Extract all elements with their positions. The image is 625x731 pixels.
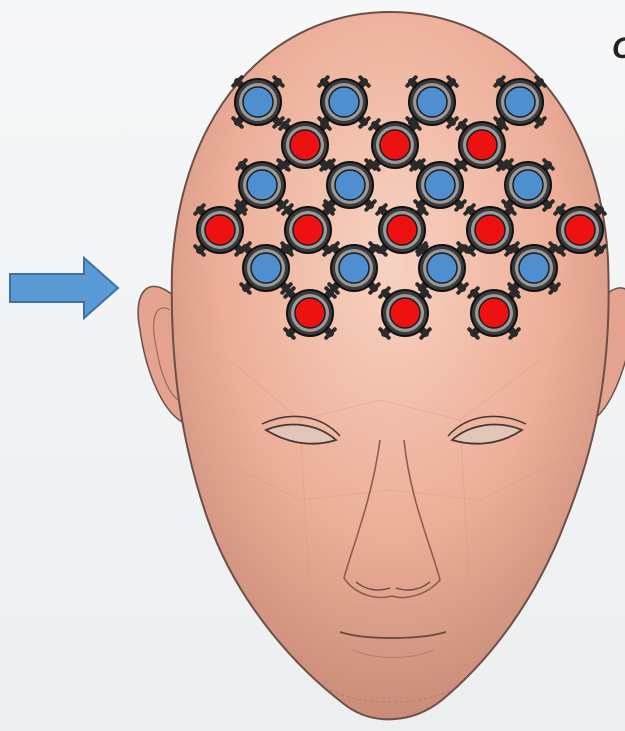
source-disc: [479, 298, 509, 328]
detector-disc: [247, 170, 277, 200]
source-disc: [565, 215, 595, 245]
detector-disc: [329, 87, 359, 117]
optode-red: [380, 288, 429, 337]
source-disc: [290, 130, 320, 160]
detector-disc: [251, 253, 281, 283]
optode-blue: [509, 243, 558, 292]
detector-disc: [519, 253, 549, 283]
optode-blue: [495, 77, 544, 126]
optode-red: [555, 205, 604, 254]
detector-disc: [335, 170, 365, 200]
optode-red: [280, 120, 329, 169]
detector-disc: [505, 87, 535, 117]
optode-blue: [329, 243, 378, 292]
optode-red: [465, 205, 514, 254]
detector-disc: [417, 87, 447, 117]
source-disc: [380, 130, 410, 160]
optode-red: [195, 205, 244, 254]
optode-blue: [241, 243, 290, 292]
optode-red: [469, 288, 518, 337]
source-disc: [387, 215, 417, 245]
source-disc: [205, 215, 235, 245]
optode-blue: [319, 77, 368, 126]
optode-blue: [237, 160, 286, 209]
detector-disc: [427, 253, 457, 283]
optode-blue: [407, 77, 456, 126]
source-disc: [295, 298, 325, 328]
detector-disc: [513, 170, 543, 200]
source-disc: [293, 215, 323, 245]
optode-red: [283, 205, 332, 254]
optode-blue: [415, 160, 464, 209]
detector-disc: [425, 170, 455, 200]
optode-red: [457, 120, 506, 169]
optode-blue: [503, 160, 552, 209]
optode-red: [370, 120, 419, 169]
corner-label: C: [612, 32, 625, 65]
source-disc: [475, 215, 505, 245]
source-disc: [467, 130, 497, 160]
optode-blue: [417, 243, 466, 292]
source-disc: [390, 298, 420, 328]
optode-blue: [233, 77, 282, 126]
optode-blue: [325, 160, 374, 209]
detector-disc: [243, 87, 273, 117]
optode-red: [285, 288, 334, 337]
detector-disc: [339, 253, 369, 283]
